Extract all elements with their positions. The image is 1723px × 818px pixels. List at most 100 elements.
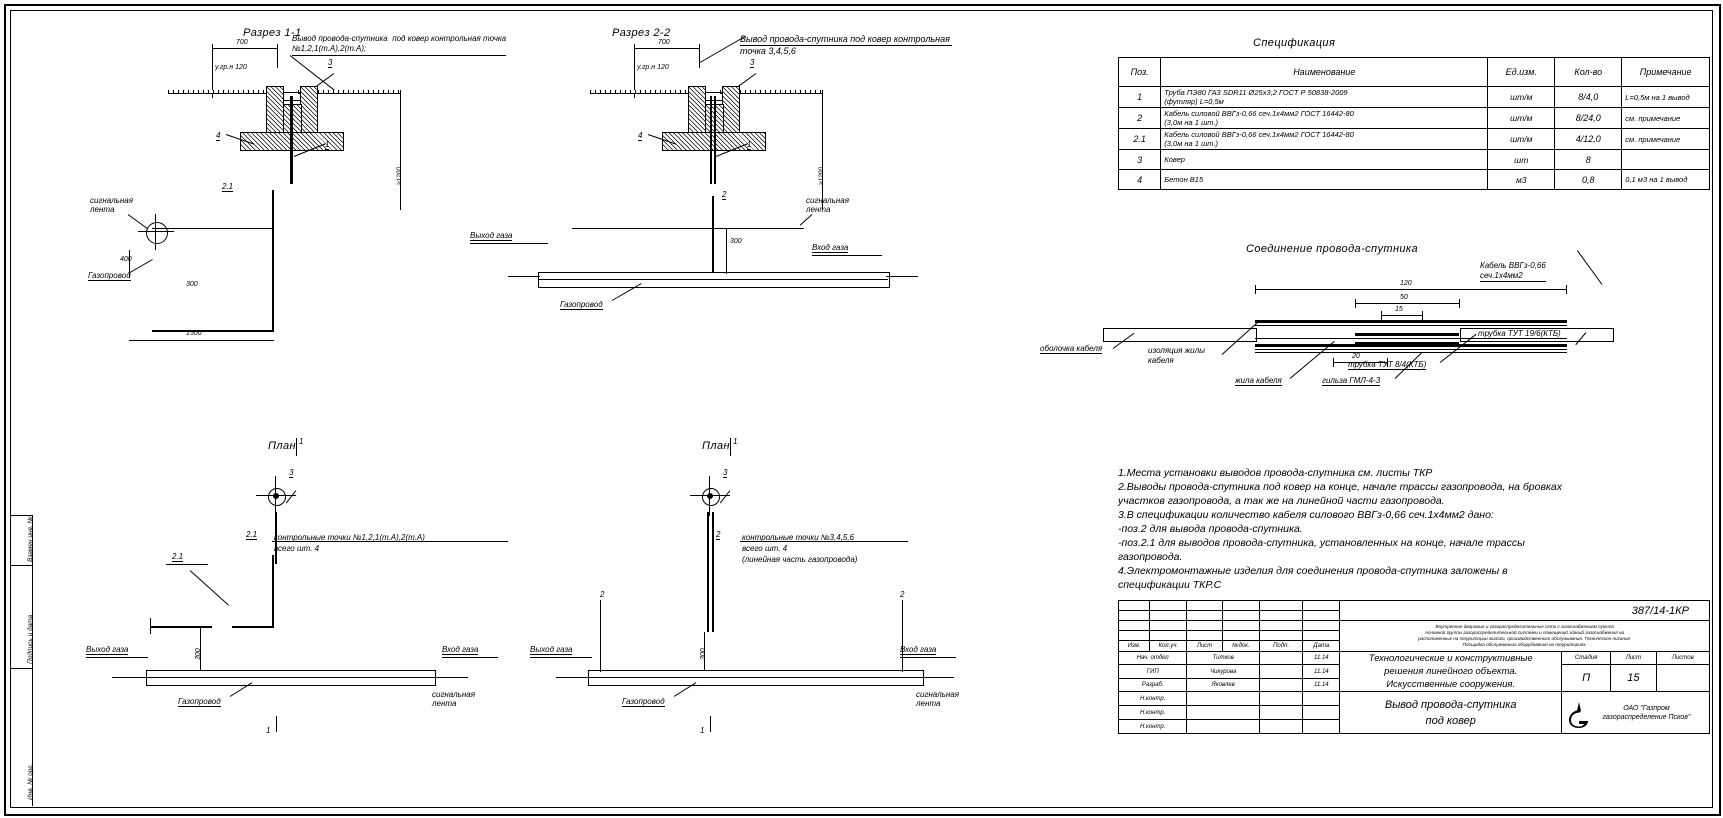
- spec-row-2-name: Кабель силовой ВВГз-0,66 сеч.1х4мм2 ГОСТ…: [1160, 107, 1489, 129]
- plan-left-mark21b-leader: [166, 564, 208, 565]
- tb-sheet-title: Вывод провода-спутника под ковер: [1384, 698, 1517, 727]
- s22-cover-wall-right: [722, 86, 740, 134]
- s11-mark-4: 4: [216, 131, 221, 141]
- s11-dim-300: 300: [186, 281, 198, 288]
- tb-rev-1-c5: [1258, 600, 1304, 611]
- joint-label-cable: Кабель ВВГз-0,66 сеч.1х4мм2: [1480, 261, 1546, 282]
- joint-dim-15-line: [1381, 315, 1423, 316]
- spec-row-3: 2.1 Кабель силовой ВВГз-0,66 сеч.1х4мм2 …: [1117, 128, 1710, 150]
- plan-right-mark2b-line: [600, 600, 601, 672]
- s22-ground-base-r: [720, 93, 822, 94]
- tb-sign-3: [1258, 678, 1304, 692]
- tb-stage-header: Стадия: [1560, 651, 1612, 665]
- s22-cover-inner-box: [705, 100, 722, 101]
- s22-ground-line-right: [720, 90, 822, 93]
- tb-col-izm: Изм.: [1117, 640, 1151, 652]
- gazprom-logo-icon: [1568, 702, 1590, 728]
- spec-row-2-qty: 8/24,0: [1554, 107, 1623, 129]
- s22-gas-in: Вход газа: [812, 243, 849, 253]
- s22-ext-l: [634, 48, 635, 98]
- tb-date-2: 11.14: [1302, 664, 1341, 679]
- s22-riser: [712, 196, 714, 276]
- plan-right-cross-h: [690, 495, 730, 496]
- s11-ground-line-left: [168, 90, 268, 93]
- s22-ext-r: [699, 48, 700, 68]
- tb-rev-4-c2: [1149, 630, 1188, 641]
- joint-dim-50-tick-l: [1355, 299, 1356, 308]
- spec-row-4: 3 Ковер шт 8: [1117, 149, 1710, 170]
- tb-col-list: Лист: [1186, 640, 1223, 652]
- plan-right-bottom-sec-num: 1: [700, 726, 705, 735]
- tb-sign-5: [1258, 705, 1304, 720]
- plan-left-gas-out: Выход газа: [86, 645, 129, 655]
- s11-depth-dim: ≥1200: [396, 166, 403, 185]
- section-2-2-callout: Вывод провода-спутника под ковер контрол…: [740, 34, 950, 56]
- plan-left-gas-in: Вход газа: [442, 645, 479, 655]
- plan-left-cover-dot: [273, 493, 279, 499]
- plan-left-gas-in-leader: [442, 657, 498, 658]
- plan-right-title: План: [702, 440, 730, 452]
- left-margin-div-2: [10, 668, 33, 669]
- title-block-col-header-row: Изм. Кол.уч. Лист №док. Подп. Дата: [1117, 640, 1710, 652]
- plan-right-bottom-sec-mark: [710, 716, 711, 732]
- plan-right-dim-300-line: [704, 632, 705, 674]
- tb-date-6: [1302, 719, 1341, 734]
- spec-row-5-name: Бетон В15: [1160, 169, 1489, 190]
- plan-left-note: контрольные точки №1,2,1(т.А),2(т.А) все…: [274, 533, 425, 553]
- s11-circle-node: [146, 222, 168, 244]
- specification-title: Спецификация: [1253, 37, 1336, 49]
- s22-dim-300: 300: [730, 238, 742, 245]
- s22-ground-note: у.гр.н 120: [637, 64, 669, 71]
- tb-rev-1-c3: [1186, 600, 1223, 611]
- tb-col-koluch: Кол.уч.: [1149, 640, 1188, 652]
- tb-rev-1-c4: [1221, 600, 1260, 611]
- tb-rev-1-c1: [1117, 600, 1151, 611]
- plan-right-mark-2a: 2: [716, 530, 721, 540]
- plan-left-gas-out-leader: [86, 657, 148, 658]
- tb-col-data: Дата: [1302, 640, 1341, 652]
- margin-label-zamen: Взамен инв. №: [27, 516, 34, 562]
- spec-row-1-qty: 8/4,0: [1554, 86, 1623, 108]
- s22-mark-3: 3: [750, 58, 755, 68]
- plan-right-note-line: [740, 541, 908, 542]
- s22-gaspipe-label: Газопровод: [560, 300, 603, 310]
- joint-label-tube-inner: трубка ТУТ 8/4(КТБ): [1348, 360, 1427, 370]
- tb-rev-3-c4: [1221, 620, 1260, 631]
- tb-description-cell: Внутренние дворовые и газораспределитель…: [1339, 620, 1710, 652]
- tb-rev-2-c1: [1117, 610, 1151, 621]
- s11-dim-1500-line: [129, 340, 274, 341]
- margin-label-inv: Инв. № орг.: [27, 763, 34, 800]
- tb-sign-4: [1258, 691, 1304, 706]
- s22-pipe-ext-right: [886, 276, 918, 277]
- s11-depth-ext: [400, 90, 401, 210]
- plan-right-gas-out-leader: [530, 657, 592, 658]
- s22-pipe-vertical-a: [710, 96, 712, 184]
- spec-row-5-note: 0,1 м3 на 1 вывод: [1621, 169, 1710, 190]
- tb-rev-2-c3: [1186, 610, 1223, 621]
- joint-label-sheath: оболочка кабеля: [1040, 344, 1103, 354]
- s22-mark-1: 1: [747, 140, 752, 150]
- plan-left-sec-mark-v: [296, 438, 297, 456]
- joint-dim-120: 120: [1400, 280, 1412, 287]
- left-margin-line: [32, 515, 33, 806]
- s22-pipe-vertical-b: [714, 96, 716, 184]
- tb-rev-2-c5: [1258, 610, 1304, 621]
- sheet-inner-frame: [10, 10, 1713, 808]
- s22-gas-out: Выход газа: [470, 231, 513, 241]
- s11-cover-lid: [283, 92, 300, 93]
- plan-right-mark2c-line: [902, 600, 903, 672]
- spec-row-5-unit: м3: [1487, 169, 1556, 190]
- s11-cover-wall-left: [266, 86, 284, 134]
- spec-col-unit: Ед.изм.: [1487, 57, 1556, 87]
- joint-dim-50: 50: [1400, 294, 1408, 301]
- spec-row-2: 2 Кабель силовой ВВГз-0,66 сеч.1х4мм2 ГО…: [1117, 107, 1710, 129]
- tb-role-4: Н.контр.: [1117, 691, 1188, 706]
- plan-left-riser: [275, 512, 277, 564]
- s11-dim-400: 400: [120, 256, 132, 263]
- joint-dim-50-line: [1355, 303, 1460, 304]
- plan-right-riser-b: [712, 512, 714, 632]
- tb-sign-1: [1258, 651, 1304, 665]
- plan-left-bottom-sec-num: 1: [266, 726, 271, 735]
- tb-rev-4-c6: [1302, 630, 1341, 641]
- s22-cover-lid: [705, 92, 722, 93]
